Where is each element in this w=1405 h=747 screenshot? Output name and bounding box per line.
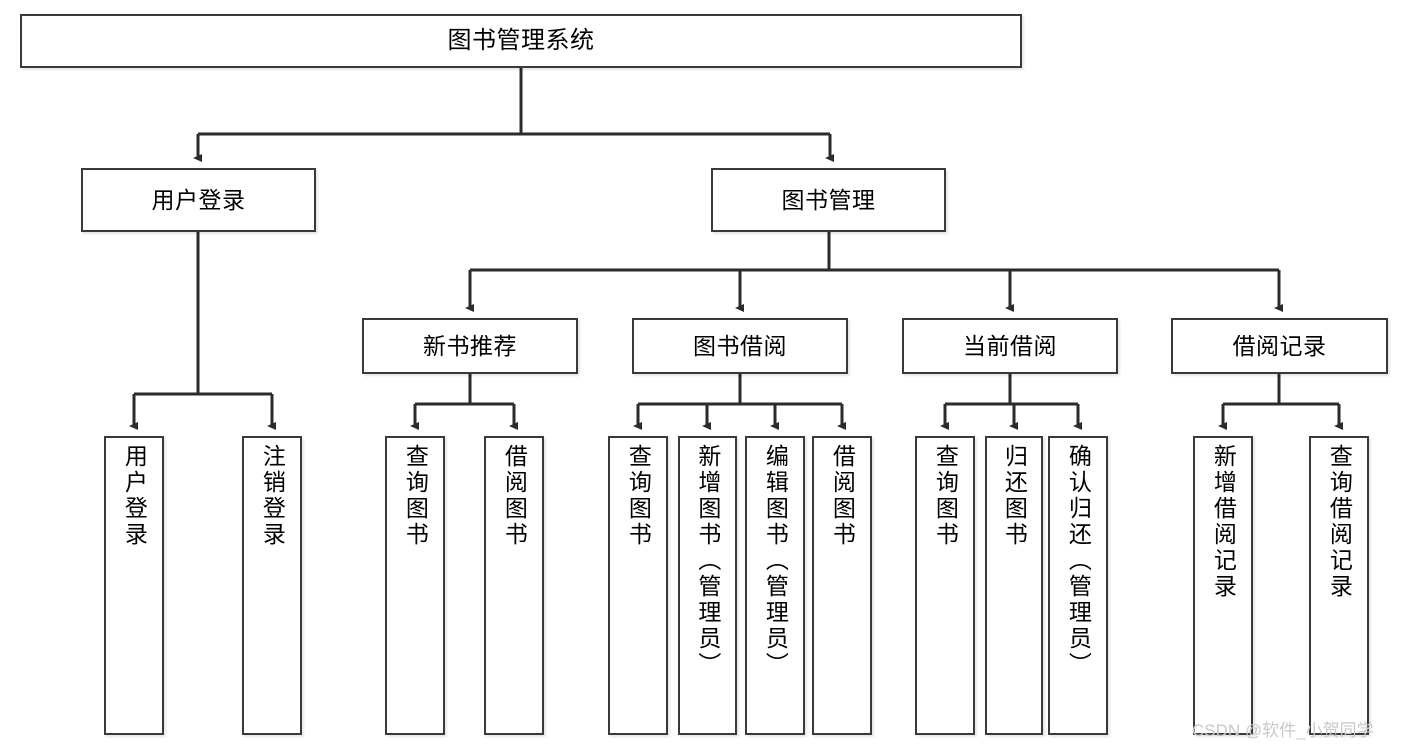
node-label: 图书借阅 [693,332,787,359]
node-leaf-logout[interactable]: 注销登录 [242,436,302,735]
node-leaf-add-borrow-record[interactable]: 新增借阅记录 [1193,436,1253,735]
node-leaf-query-books-borrowing[interactable]: 查询图书 [608,436,668,735]
node-label: 用户登录 [151,186,246,213]
node-level3-new-book-recommendation[interactable]: 新书推荐 [362,318,578,374]
node-label: 查询图书 [625,444,652,548]
node-root-label: 图书管理系统 [447,27,595,54]
node-leaf-borrow-books[interactable]: 借阅图书 [812,436,872,735]
node-leaf-query-books-current[interactable]: 查询图书 [915,436,975,735]
node-label: 新书推荐 [423,332,517,359]
watermark: CSDN @软件_小贺同学 [1192,721,1374,740]
node-leaf-confirm-return-admin[interactable]: 确认归还（管理员） [1048,436,1108,735]
node-label: 查询借阅记录 [1326,444,1353,600]
node-level2-user-login[interactable]: 用户登录 [81,168,316,232]
node-label: 归还图书 [1001,444,1028,548]
node-label: 借阅记录 [1232,332,1327,359]
node-label: 新增图书（管理员） [694,444,721,678]
node-label: 用户登录 [121,444,148,548]
node-leaf-user-login[interactable]: 用户登录 [104,436,164,735]
node-leaf-add-book-admin[interactable]: 新增图书（管理员） [678,436,737,735]
node-level2-book-management[interactable]: 图书管理 [711,168,946,232]
node-leaf-edit-book-admin[interactable]: 编辑图书（管理员） [745,436,805,735]
node-level3-current-borrowing[interactable]: 当前借阅 [902,318,1118,374]
node-leaf-query-borrow-record[interactable]: 查询借阅记录 [1309,436,1369,735]
node-label: 查询图书 [402,444,429,548]
node-label: 编辑图书（管理员） [762,444,789,678]
node-label: 新增借阅记录 [1210,444,1237,600]
node-leaf-borrow-books-recommendation[interactable]: 借阅图书 [484,436,544,735]
node-root[interactable]: 图书管理系统 [20,14,1022,68]
node-label: 借阅图书 [829,444,856,548]
node-leaf-query-books-recommendation[interactable]: 查询图书 [385,436,445,735]
node-label: 确认归还（管理员） [1065,444,1092,678]
node-level3-borrow-records[interactable]: 借阅记录 [1171,318,1388,374]
node-leaf-return-books[interactable]: 归还图书 [985,436,1043,735]
node-label: 注销登录 [259,444,286,548]
node-level3-book-borrowing[interactable]: 图书借阅 [632,318,848,374]
node-label: 当前借阅 [963,332,1057,359]
node-label: 查询图书 [932,444,959,548]
node-label: 借阅图书 [501,444,528,548]
node-label: 图书管理 [781,186,876,213]
